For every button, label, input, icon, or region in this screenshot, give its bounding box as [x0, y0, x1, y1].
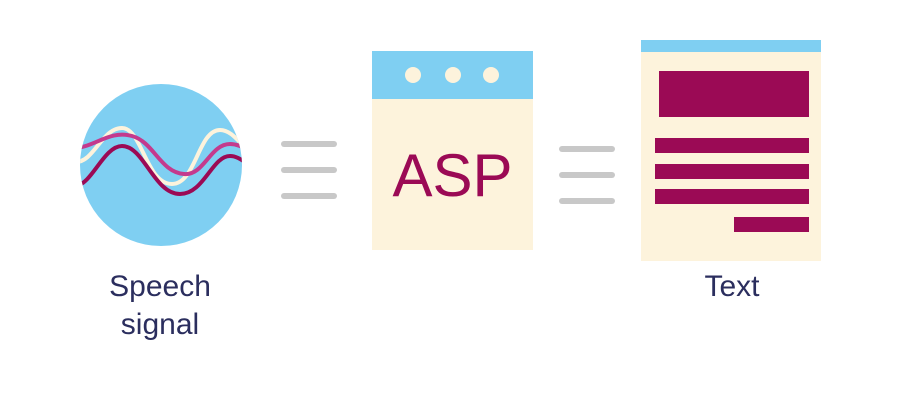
window-dot: [483, 67, 499, 83]
speech-signal-label: Speech signal: [60, 268, 260, 344]
connector-dash: [281, 193, 337, 199]
connector-dash: [281, 167, 337, 173]
speech-wave-graphic: [80, 84, 242, 246]
document-heading-block: [659, 71, 809, 117]
text-label: Text: [704, 270, 760, 303]
document-text-line: [655, 189, 809, 204]
speech-circle-bg: [80, 84, 242, 246]
document-topbar: [641, 40, 821, 52]
connector-dash: [281, 141, 337, 147]
text-document-icon: [641, 40, 821, 261]
speech-wave-purple: [80, 143, 242, 197]
document-text-line: [734, 217, 809, 232]
speech-label-line1: Speech: [109, 270, 211, 303]
document-text-line: [655, 138, 809, 153]
connector-dash: [559, 172, 615, 178]
connector-dash: [559, 198, 615, 204]
connector-dash: [559, 146, 615, 152]
window-dot: [445, 67, 461, 83]
asp-window-titlebar: [372, 51, 533, 99]
asp-label: ASP: [392, 142, 513, 209]
speech-signal-icon: [80, 84, 242, 246]
document-text-line: [655, 164, 809, 179]
speech-wave-pink: [80, 132, 242, 176]
asp-window: ASP: [372, 51, 533, 250]
window-dot: [405, 67, 421, 83]
speech-label-line2: signal: [120, 308, 200, 341]
speech-wave-light: [80, 125, 242, 187]
